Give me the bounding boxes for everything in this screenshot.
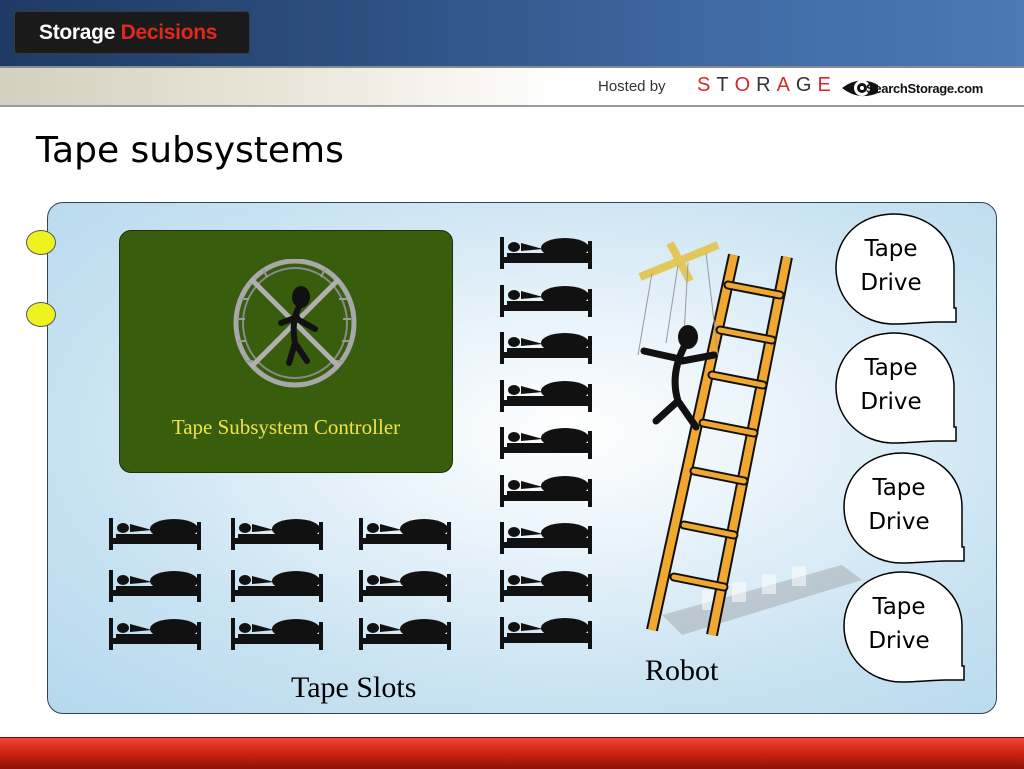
tape-subsystem-controller: Tape Subsystem Controller xyxy=(119,230,453,473)
tape-slot-bed-icon xyxy=(109,618,201,650)
tape-slot-bed-icon xyxy=(231,618,323,650)
sponsor-letter: A xyxy=(776,74,796,96)
sponsor-letter: R xyxy=(756,74,777,96)
tape-slot-bed-icon xyxy=(231,570,323,602)
tape-slot-bed-icon xyxy=(359,570,451,602)
searchstorage-logo-text: SearchStorage.com xyxy=(866,81,984,96)
tape-drive: Tape Drive xyxy=(842,570,968,688)
tape-drive-line1: Tape xyxy=(872,594,926,620)
tape-drive: Tape Drive xyxy=(842,451,968,569)
controller-label: Tape Subsystem Controller xyxy=(171,415,401,439)
hosted-by-label: Hosted by xyxy=(598,78,666,95)
tape-slot-bed-icon xyxy=(500,332,592,364)
sponsor-letter: E xyxy=(817,74,837,96)
bullet-marker xyxy=(26,230,56,255)
tape-drive-line2: Drive xyxy=(868,509,930,535)
tape-drive-line1: Tape xyxy=(872,475,926,501)
tape-drive: Tape Drive xyxy=(834,212,960,330)
tape-drive-line2: Drive xyxy=(860,270,922,296)
tape-slots-label: Tape Slots xyxy=(291,671,417,704)
tape-slot-bed-icon xyxy=(500,522,592,554)
hosted-by-bar: Hosted by S T O R A G E SearchStorage.co… xyxy=(0,66,1024,107)
tape-slot-bed-icon xyxy=(359,518,451,550)
marionette-figure-icon xyxy=(640,325,718,431)
tape-slot-bed-icon xyxy=(359,618,451,650)
tape-slot-bed-icon xyxy=(231,518,323,550)
hamster-wheel-runner-icon xyxy=(233,259,357,388)
searchstorage-eye-icon xyxy=(842,79,1018,99)
storage-decisions-logo: Storage Decisions xyxy=(14,11,250,54)
robot-label: Robot xyxy=(645,654,719,687)
tape-slot-bed-icon xyxy=(109,570,201,602)
sponsor-letter: G xyxy=(795,74,818,96)
sponsor-letter: S xyxy=(697,74,717,96)
robot-ladder-icon xyxy=(637,241,862,637)
page-title: Tape subsystems xyxy=(36,130,344,171)
tape-slot-bed-icon xyxy=(500,474,592,507)
bullet-marker xyxy=(26,302,56,327)
footer-bar xyxy=(0,737,1024,769)
tape-drive-line2: Drive xyxy=(860,389,922,415)
logo-word-decisions: Decisions xyxy=(120,21,218,44)
tape-slot-bed-icon xyxy=(500,379,592,412)
tape-slot-bed-icon xyxy=(500,569,592,602)
logo-word-storage: Storage xyxy=(39,21,116,44)
sponsor-letter: T xyxy=(716,74,735,96)
header-bar: Storage Decisions xyxy=(0,0,1024,66)
tape-slot-bed-icon xyxy=(500,284,592,317)
tape-slot-bed-icon xyxy=(500,427,592,459)
tape-drive-line1: Tape xyxy=(864,236,918,262)
tape-drive-line1: Tape xyxy=(864,355,918,381)
tape-drive: Tape Drive xyxy=(834,331,960,449)
tape-slot-bed-icon xyxy=(500,237,592,269)
tape-drive-line2: Drive xyxy=(868,628,930,654)
tape-slot-bed-icon xyxy=(109,518,201,550)
tape-slot-bed-icon xyxy=(500,617,592,649)
storage-magazine-logo: S T O R A G E xyxy=(697,74,837,97)
sponsor-letter: O xyxy=(734,74,757,96)
